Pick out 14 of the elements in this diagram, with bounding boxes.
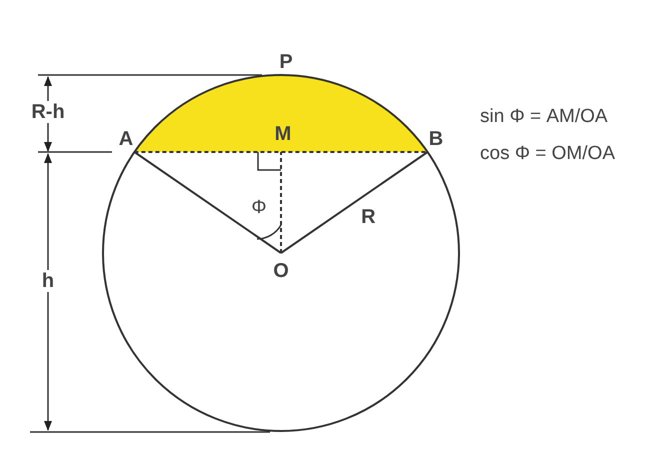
formula: cos Φ = OM/OA (480, 143, 615, 165)
dimension-label: R-h (31, 101, 65, 123)
point-label: A (118, 128, 134, 150)
dashed-line (134, 151, 428, 153)
dimension-label: h (42, 270, 54, 292)
point-label: P (279, 51, 293, 73)
point-label: M (274, 123, 292, 145)
point-label: B (428, 128, 444, 150)
dashed-line (280, 152, 282, 253)
line (134, 151, 282, 254)
line (280, 151, 428, 254)
edge-label: R (361, 206, 376, 228)
point-label: O (273, 260, 289, 282)
formula: sin Φ = AM/OA (480, 106, 608, 128)
